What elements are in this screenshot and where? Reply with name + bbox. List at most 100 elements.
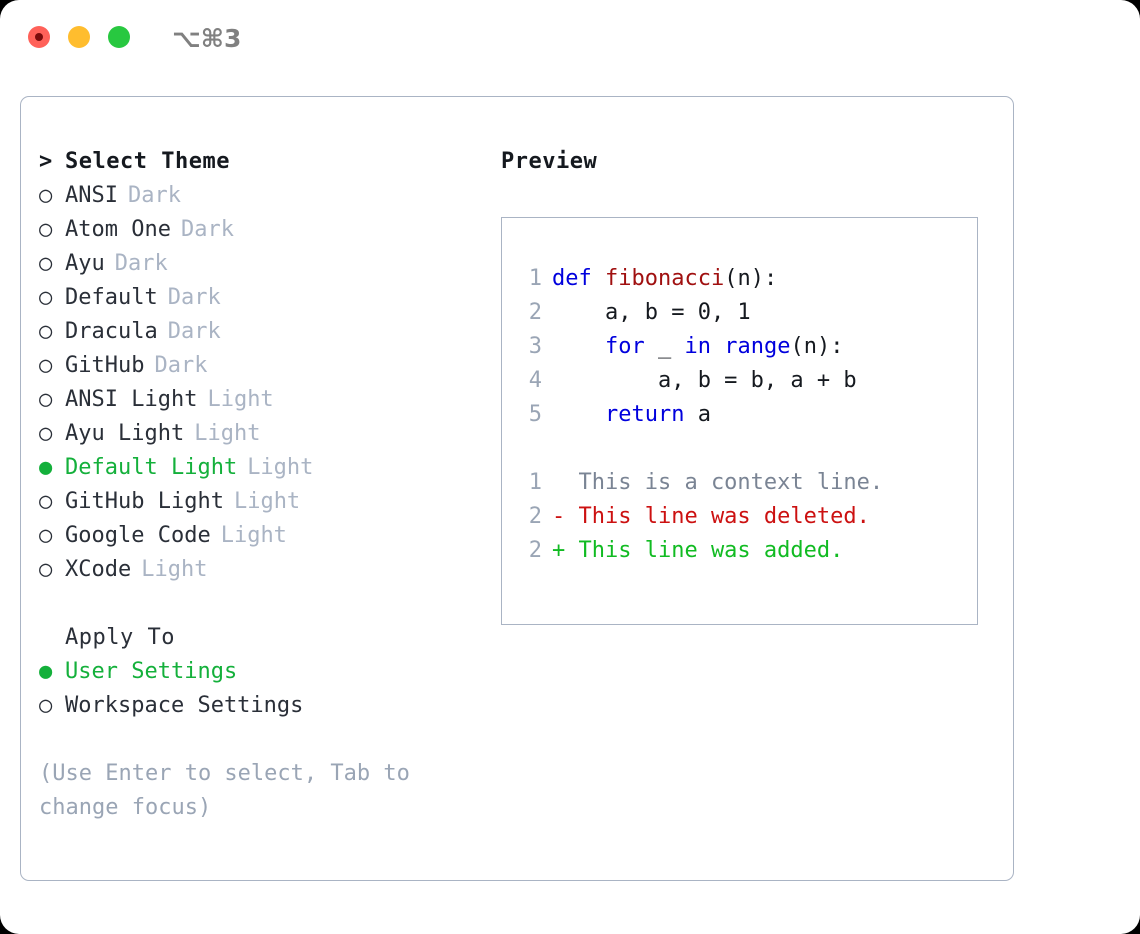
code-token: return — [604, 402, 685, 427]
apply-to-label: Apply To — [65, 625, 175, 650]
line-number: 1 — [528, 266, 542, 291]
diff-text: This is a context line. — [552, 470, 884, 495]
code-token: a — [684, 402, 711, 427]
minimize-button[interactable] — [68, 26, 90, 48]
radio-unselected-icon: ○ — [39, 319, 53, 344]
line-number: 2 — [528, 538, 542, 563]
code-line: 3 for _ in range(n): — [516, 330, 971, 364]
code-token: in range — [684, 334, 791, 359]
theme-list-item[interactable]: ○ Google Code Light — [39, 519, 499, 553]
theme-name: ANSI — [65, 183, 118, 208]
window-controls — [28, 26, 130, 48]
diff-spacer — [516, 432, 971, 466]
theme-name: ANSI Light — [65, 387, 198, 412]
select-theme-header: > Select Theme — [39, 145, 499, 179]
theme-list-item[interactable]: ○ ANSI Dark — [39, 179, 499, 213]
radio-unselected-icon: ○ — [39, 557, 53, 582]
theme-name: Atom One — [65, 217, 171, 242]
keyboard-shortcut-label: ⌥⌘3 — [172, 24, 242, 53]
theme-name: XCode — [65, 557, 132, 582]
theme-name: Default Light — [65, 455, 238, 480]
code-token: def — [552, 266, 605, 291]
apply-to-option[interactable]: ○ Workspace Settings — [39, 689, 499, 723]
theme-name: Google Code — [65, 523, 211, 548]
diff-text: - This line was deleted. — [552, 504, 870, 529]
theme-name: GitHub Light — [65, 489, 224, 514]
code-token — [552, 334, 605, 359]
line-number: 2 — [528, 504, 542, 529]
theme-name: GitHub — [65, 353, 145, 378]
line-number: 2 — [528, 300, 542, 325]
radio-unselected-icon: ○ — [39, 251, 53, 276]
theme-list-item[interactable]: ○ Ayu Dark — [39, 247, 499, 281]
theme-variant-tag: Light — [207, 387, 274, 412]
title-bar: ⌥⌘3 — [0, 0, 1140, 80]
close-button[interactable] — [28, 26, 50, 48]
maximize-button[interactable] — [108, 26, 130, 48]
theme-variant-tag: Light — [233, 489, 301, 514]
code-token: a, b = 0, 1 — [552, 300, 751, 325]
apply-to-option[interactable]: ● User Settings — [39, 655, 499, 689]
code-token: _ — [644, 334, 685, 359]
code-line: 1 def fibonacci(n): — [516, 262, 971, 296]
line-number: 3 — [528, 334, 542, 359]
line-number: 4 — [528, 368, 542, 393]
theme-variant-tag: Light — [194, 421, 261, 446]
theme-name: Ayu — [65, 251, 105, 276]
theme-variant-tag: Dark — [180, 217, 234, 242]
apply-to-option-label: Workspace Settings — [65, 693, 304, 718]
line-number: 5 — [528, 402, 542, 427]
radio-unselected-icon: ○ — [39, 421, 53, 446]
caret-icon: > — [39, 149, 53, 174]
diff-line: 2 + This line was added. — [516, 534, 971, 568]
apply-to-option-label: User Settings — [65, 659, 238, 684]
theme-list-item[interactable]: ○ Atom One Dark — [39, 213, 499, 247]
theme-variant-tag: Dark — [127, 183, 181, 208]
keyboard-hint: (Use Enter to select, Tab to change focu… — [39, 761, 410, 820]
radio-unselected-icon: ○ — [39, 353, 53, 378]
code-token: a, b = b, a + b — [552, 368, 857, 393]
code-token: for — [604, 334, 645, 359]
radio-unselected-icon: ○ — [39, 523, 53, 548]
theme-variant-tag: Dark — [167, 285, 221, 310]
radio-unselected-icon: ○ — [39, 285, 53, 310]
radio-unselected-icon: ○ — [39, 217, 53, 242]
preview-code-area: 1 def fibonacci(n): 2 a, b = 0, 1 3 for _ i… — [516, 262, 971, 568]
code-line: 5 return a — [516, 398, 971, 432]
code-token: fibonacci — [604, 266, 725, 291]
diff-text: + This line was added. — [552, 538, 844, 563]
code-token: (n): — [724, 266, 778, 291]
radio-unselected-icon: ○ — [39, 693, 53, 718]
radio-unselected-icon: ○ — [39, 183, 53, 208]
theme-name: Ayu Light — [65, 421, 185, 446]
code-line: 4 a, b = b, a + b — [516, 364, 971, 398]
theme-variant-tag: Light — [220, 523, 287, 548]
list-spacer — [39, 587, 499, 621]
theme-list-item[interactable]: ○ GitHub Dark — [39, 349, 499, 383]
theme-variant-tag: Dark — [154, 353, 208, 378]
radio-unselected-icon: ○ — [39, 387, 53, 412]
theme-list-item[interactable]: ○ ANSI Light Light — [39, 383, 499, 417]
select-theme-title: Select Theme — [65, 149, 230, 174]
line-number: 1 — [528, 470, 542, 495]
theme-variant-tag: Light — [247, 455, 314, 480]
theme-name: Dracula — [65, 319, 158, 344]
diff-sample: 1 This is a context line. 2 - This line wa… — [516, 466, 971, 568]
radio-selected-icon: ● — [39, 659, 53, 684]
apply-to-list: ● User Settings ○ Workspace Settings — [39, 655, 499, 723]
theme-list-item[interactable]: ○ Ayu Light Light — [39, 417, 499, 451]
theme-variant-tag: Dark — [114, 251, 168, 276]
preview-box: 1 def fibonacci(n): 2 a, b = 0, 1 3 for _ i… — [501, 217, 978, 625]
diff-line: 1 This is a context line. — [516, 466, 971, 500]
code-token — [552, 402, 605, 427]
